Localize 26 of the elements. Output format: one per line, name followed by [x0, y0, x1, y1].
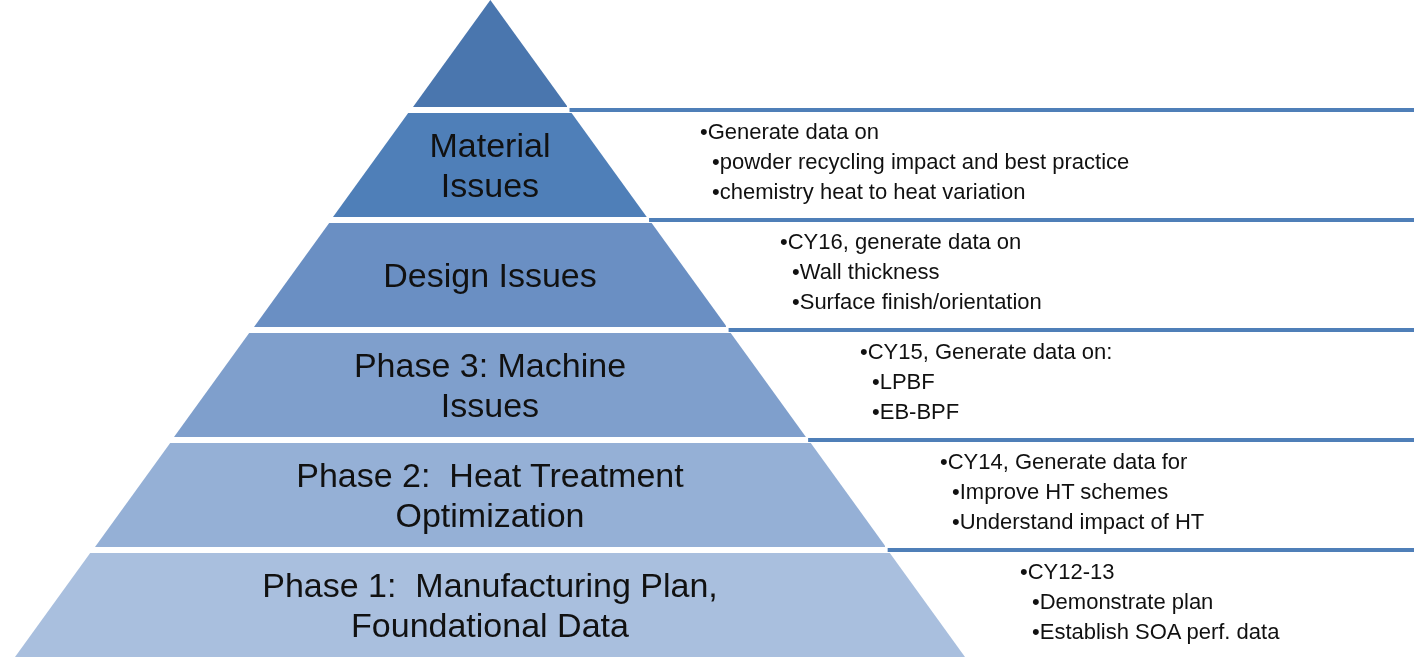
sub-bullet-text: •Wall thickness — [791, 258, 941, 286]
sub-bullet-text: •Understand impact of HT — [951, 508, 1205, 536]
layer-title: Phase 1: Manufacturing Plan, Foundational Data — [261, 565, 719, 645]
pyramid-layer — [174, 333, 806, 437]
bullet-text: •Generate data on — [700, 118, 880, 146]
sub-bullet-text: •EB-BPF — [871, 398, 961, 426]
pyramid-layer — [94, 443, 886, 547]
sub-bullet-text: •Establish SOA perf. data — [1031, 618, 1280, 646]
layer-title: Material Issues — [428, 125, 552, 205]
layer-title: Phase 3: Machine Issues — [352, 345, 628, 425]
pyramid-layer — [333, 113, 647, 217]
bullet-text: •CY16, generate data on — [780, 228, 1023, 256]
bullet-text: •CY12-13 — [1020, 558, 1116, 586]
sub-bullet-text: •chemistry heat to heat variation — [711, 178, 1027, 206]
pyramid-layer — [15, 553, 965, 657]
sub-bullet-text: •powder recycling impact and best practice — [711, 148, 1130, 176]
sub-bullet-text: •LPBF — [871, 368, 936, 396]
layer-title: Phase 2: Heat Treatment Optimization — [295, 455, 685, 535]
bullet-text: •CY14, Generate data for — [940, 448, 1189, 476]
sub-bullet-text: •Improve HT schemes — [951, 478, 1170, 506]
pyramid-layer — [253, 223, 727, 327]
sub-bullet-text: •Demonstrate plan — [1031, 588, 1215, 616]
bullet-text: •CY15, Generate data on: — [860, 338, 1113, 366]
pyramid-apex — [412, 0, 568, 107]
sub-bullet-text: •Surface finish/orientation — [791, 288, 1042, 316]
layer-title: Design Issues — [382, 255, 598, 295]
